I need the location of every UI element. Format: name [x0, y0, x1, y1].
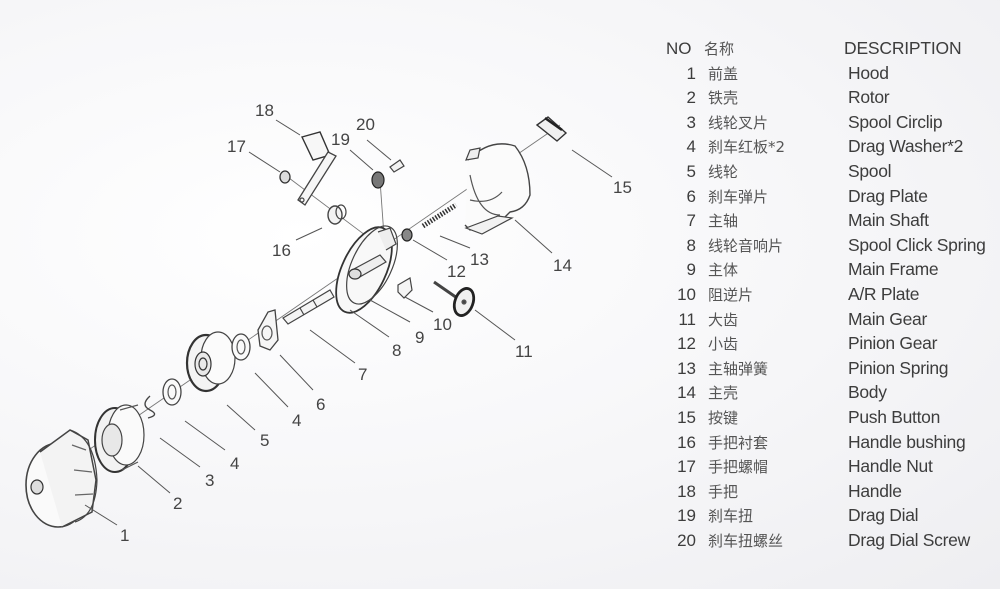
part-ar-plate — [397, 277, 413, 299]
callout-11: 11 — [515, 342, 533, 361]
header-cn-name: 名称 — [704, 40, 735, 58]
part-rotor — [94, 404, 145, 473]
header-description: DESCRIPTION — [844, 38, 962, 58]
callout-8: 8 — [392, 341, 402, 360]
part-handle-nut — [279, 170, 291, 184]
callout-9: 9 — [415, 328, 425, 347]
callout-14: 14 — [553, 256, 572, 275]
part-main-frame — [335, 225, 398, 314]
part-pinion-spring — [421, 202, 458, 229]
callout-6: 6 — [316, 395, 326, 414]
callout-18: 18 — [255, 101, 274, 120]
callout-4b: 4 — [292, 411, 302, 430]
callout-16: 16 — [272, 241, 291, 260]
part-drag-washer — [162, 378, 182, 406]
part-push-button — [535, 116, 568, 142]
callout-13: 13 — [470, 250, 489, 269]
callout-2: 2 — [173, 494, 183, 513]
callout-4a: 4 — [230, 454, 240, 473]
part-drag-dial-screw — [389, 159, 405, 173]
part-body — [464, 143, 531, 235]
callout-19: 19 — [331, 130, 350, 149]
part-main-gear — [433, 280, 476, 317]
callout-1: 1 — [120, 526, 130, 545]
part-handle — [297, 131, 337, 206]
header-no: NO — [666, 39, 692, 58]
callout-7: 7 — [358, 365, 368, 384]
callout-3: 3 — [205, 471, 215, 490]
part-main-shaft — [282, 289, 335, 325]
callout-12: 12 — [447, 262, 466, 281]
callout-15: 15 — [613, 178, 632, 197]
callout-20: 20 — [356, 115, 375, 134]
part-spool — [185, 331, 236, 393]
callout-5: 5 — [260, 431, 270, 450]
part-handle-bushing — [327, 204, 347, 225]
part-drag-plate — [257, 309, 279, 351]
part-drag-dial — [371, 171, 385, 189]
exploded-diagram — [25, 116, 613, 528]
part-hood — [25, 429, 98, 528]
table-header: NO 名称 DESCRIPTION — [666, 38, 996, 63]
part-pinion-gear — [401, 228, 413, 242]
callout-17: 17 — [227, 137, 246, 156]
part-spool-circlip — [144, 395, 156, 419]
callout-10: 10 — [433, 315, 452, 334]
